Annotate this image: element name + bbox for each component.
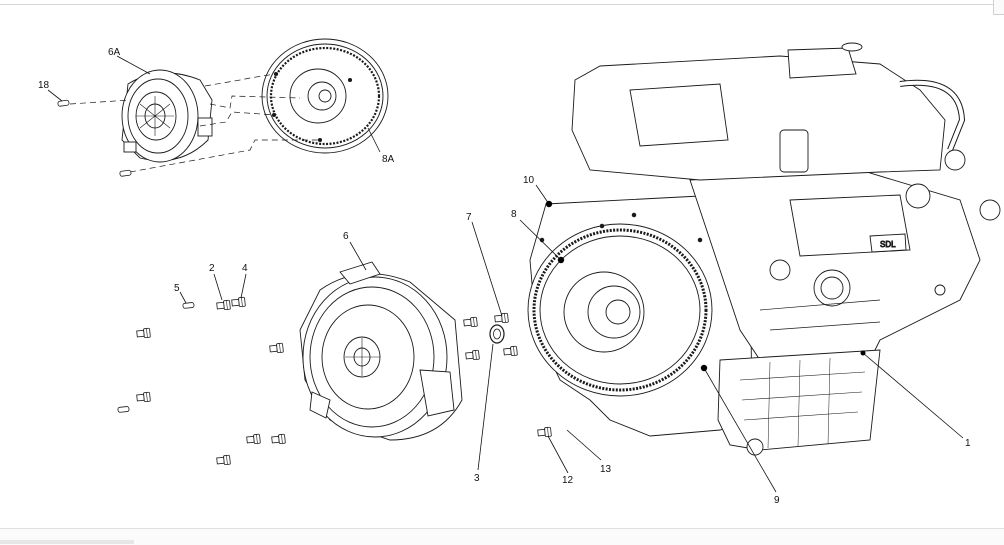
clutch-cover-6a [121,69,213,163]
callout-6: 6 [343,231,349,242]
callout-leaders [47,55,964,493]
callout-8: 8 [511,209,517,220]
flywheel-8a [261,38,389,154]
callout-7: 7 [466,212,472,223]
callout-2: 2 [209,263,215,274]
pressure-plate-6 [299,261,463,441]
fastener-group-center [463,312,552,438]
flywheel-8 [527,212,713,397]
callout-8a: 8A [382,154,395,165]
svg-text:SDL: SDL [880,240,896,249]
callout-markers [545,200,866,372]
inset-clutch-assembly [57,38,389,177]
callout-18: 18 [38,80,50,91]
top-divider [0,4,998,5]
callout-10: 10 [523,175,535,186]
callout-3: 3 [474,473,480,484]
callout-6a: 6A [108,47,121,58]
pilot-bearing-3 [489,324,505,344]
fastener-group-left [117,296,286,466]
callout-labels: 18 6A 8A 10 7 8 6 2 4 5 3 12 13 9 1 [38,47,971,506]
callout-1: 1 [965,438,971,449]
callout-4: 4 [242,263,248,274]
viewer-corner-button[interactable] [993,0,1004,15]
horizontal-scrollbar[interactable] [0,540,134,544]
callout-5: 5 [174,283,180,294]
callout-13: 13 [600,464,612,475]
callout-9: 9 [774,495,780,506]
callout-12: 12 [562,475,574,486]
bottom-status-bar [0,528,1004,545]
